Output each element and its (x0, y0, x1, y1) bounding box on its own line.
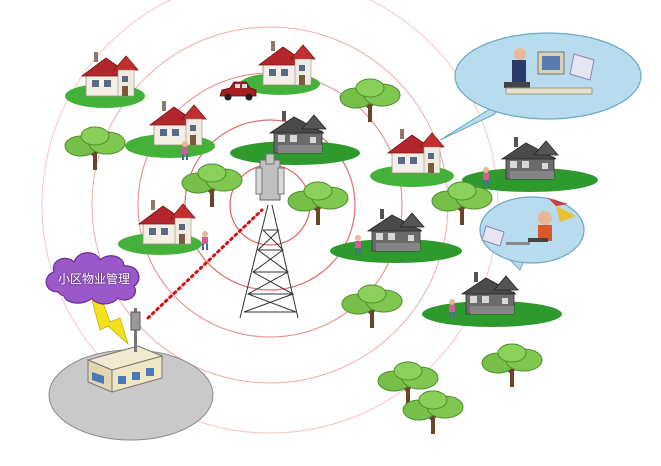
tower-icon (239, 153, 299, 319)
house-icon (258, 40, 316, 86)
tree-icon (341, 284, 403, 329)
tree-icon (402, 390, 464, 435)
tree-icon (181, 163, 243, 208)
people (182, 141, 489, 318)
house-icon (269, 110, 327, 154)
signal-link-line (146, 208, 264, 320)
house-icon (461, 271, 519, 315)
cloud-icon (45, 252, 140, 305)
car-icon (219, 81, 257, 101)
house-icon (501, 136, 559, 180)
tree-icon (481, 343, 543, 388)
signal-ring (184, 119, 356, 291)
person-laptop-icon (481, 198, 576, 247)
lightning-icon (91, 299, 129, 346)
house-icon (149, 100, 207, 146)
house-icon (387, 128, 445, 174)
house-icon (81, 51, 139, 97)
laptop-user-bubble (479, 196, 585, 271)
house-icon (138, 199, 196, 245)
tree-icon (64, 126, 126, 171)
antenna-icon (130, 308, 141, 352)
person-icon (202, 231, 208, 250)
office-building-group (48, 308, 214, 441)
tree-icon (339, 78, 401, 123)
tree-icon (287, 181, 349, 226)
office-user-bubble (439, 32, 642, 141)
house-icon (367, 208, 425, 252)
cloud-label: 小区物业管理 (57, 272, 130, 286)
person-computer-icon (504, 48, 595, 95)
office-building-icon (86, 345, 164, 393)
